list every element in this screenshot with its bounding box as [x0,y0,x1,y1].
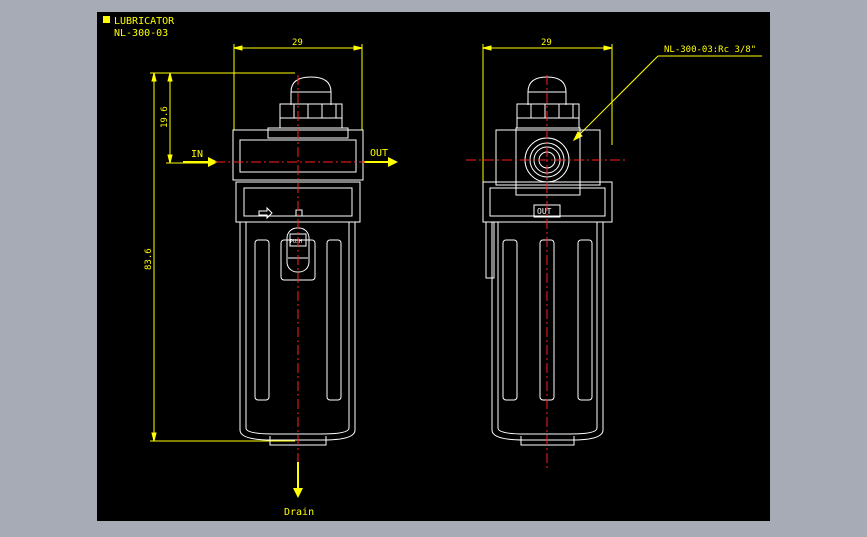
out-plate-label: OUT [537,207,552,216]
in-arrow [183,157,218,167]
dimension-height [150,72,295,442]
out-label: OUT [370,148,388,159]
model-space [97,12,770,521]
port-callout-text: NL-300-03:Rc 3/8" [664,45,756,55]
title-line-2: NL-300-03 [114,28,168,39]
dimension-height-total-text: 83.6 [144,248,154,270]
dimension-width-left-text: 29 [292,38,303,48]
flow-direction-icon [258,206,303,220]
title-line-1: LUBRICATOR [114,16,175,27]
left-view: 29 19.6 83.6 IN OUT [144,38,398,518]
port-callout-leader [572,55,762,142]
title-marker [103,16,110,23]
dimension-width-right-text: 29 [541,38,552,48]
out-arrow [364,157,398,167]
drain-label: Drain [284,507,314,518]
right-view: 29 NL-300-03:Rc 3/8" [466,38,762,468]
centerline-left [215,75,365,465]
drain-arrow [293,462,303,498]
dimension-width-left [233,44,363,130]
centerline-right [466,75,628,468]
dimension-height-top-text: 19.6 [160,106,170,128]
dimension-width-right [482,44,613,182]
in-label: IN [191,149,203,160]
push-label: PUSH [290,239,302,245]
